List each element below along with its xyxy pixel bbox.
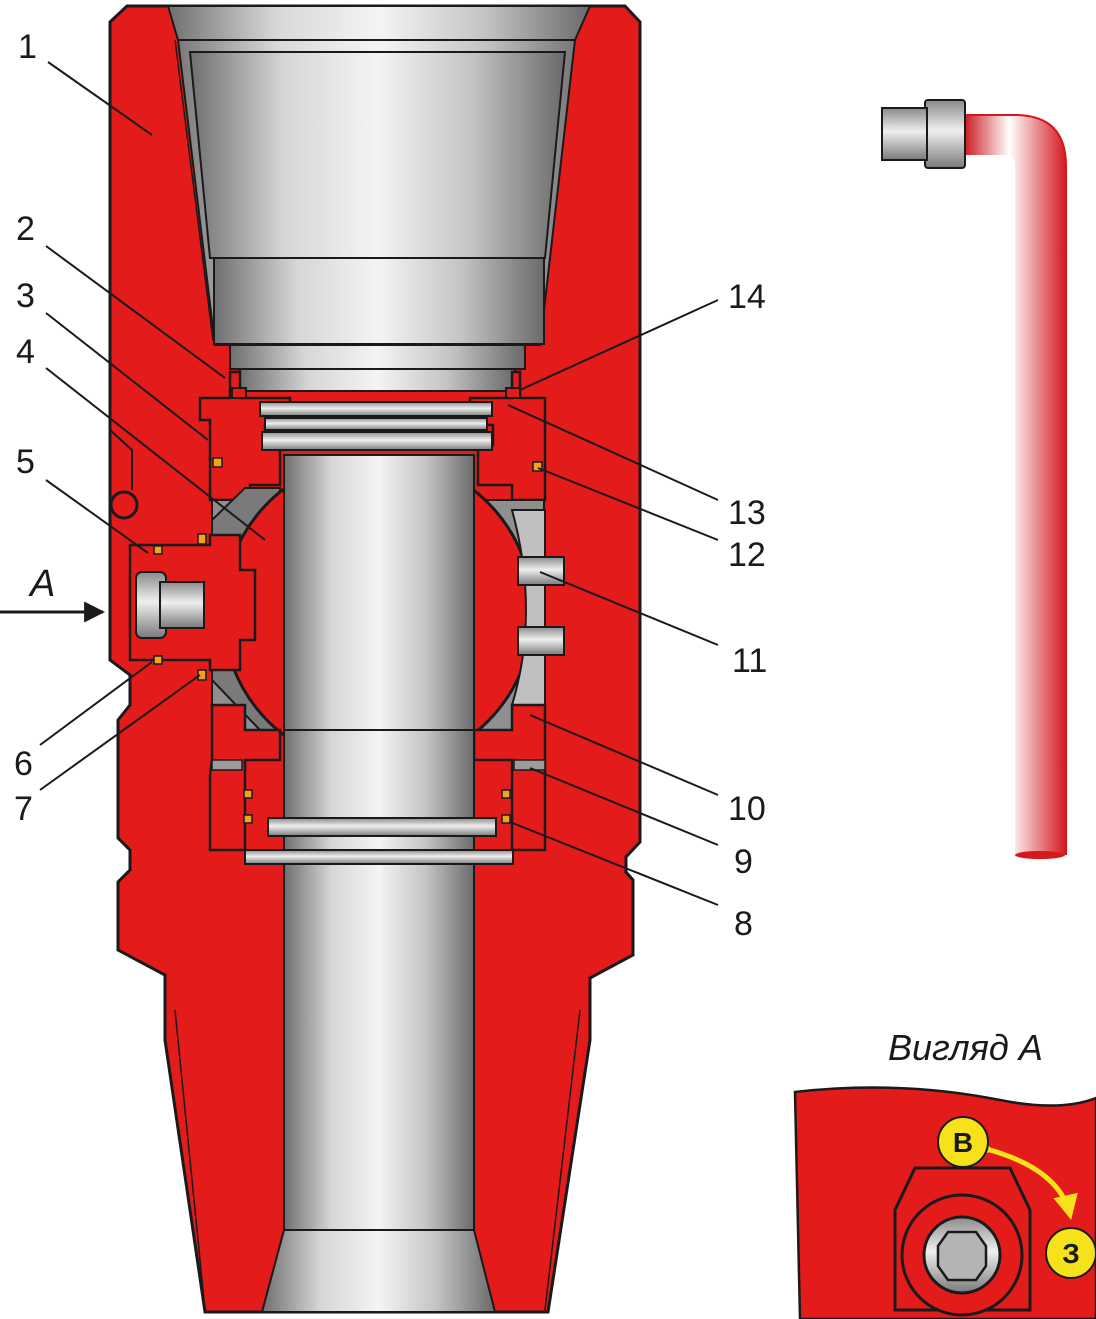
- upper-bore: [166, 5, 592, 392]
- view-arrow-a: A: [0, 563, 106, 623]
- close-position-marker: З: [1045, 1227, 1096, 1279]
- callout-10: 10: [728, 790, 766, 828]
- open-marker-label: В: [953, 1127, 973, 1158]
- callout-4: 4: [16, 333, 35, 371]
- callout-8: 8: [734, 905, 753, 943]
- callout-labels: 1 2 3 4 5 6 7 8 9 10 11 12 13 14: [14, 28, 767, 943]
- open-position-marker: В: [937, 1116, 989, 1168]
- callout-6: 6: [14, 745, 33, 783]
- callout-12: 12: [728, 536, 766, 574]
- callout-7: 7: [14, 790, 33, 828]
- close-marker-label: З: [1062, 1238, 1080, 1269]
- lower-seat-assembly: [208, 703, 547, 852]
- callout-2: 2: [16, 210, 35, 248]
- callout-1: 1: [18, 28, 37, 66]
- valve-stem: [128, 533, 257, 681]
- callout-11: 11: [732, 642, 767, 680]
- callout-5: 5: [16, 443, 35, 481]
- guide-pins: [517, 556, 565, 656]
- leader-lines: [39, 61, 719, 906]
- callout-3: 3: [16, 277, 35, 315]
- valve-stem-hex-icon: [893, 1166, 1032, 1317]
- callout-13: 13: [728, 494, 766, 532]
- callout-9: 9: [734, 843, 753, 881]
- upper-seat-assembly: [198, 370, 547, 502]
- arrow-label-a: A: [28, 563, 55, 605]
- lower-bore: [244, 729, 514, 1313]
- callout-14: 14: [728, 278, 766, 316]
- view-a-detail: Вигляд А В З: [793, 1027, 1096, 1319]
- view-a-title: Вигляд А: [888, 1027, 1043, 1068]
- ball-valve: [211, 454, 546, 769]
- hex-key-wrench-icon: [881, 99, 1067, 859]
